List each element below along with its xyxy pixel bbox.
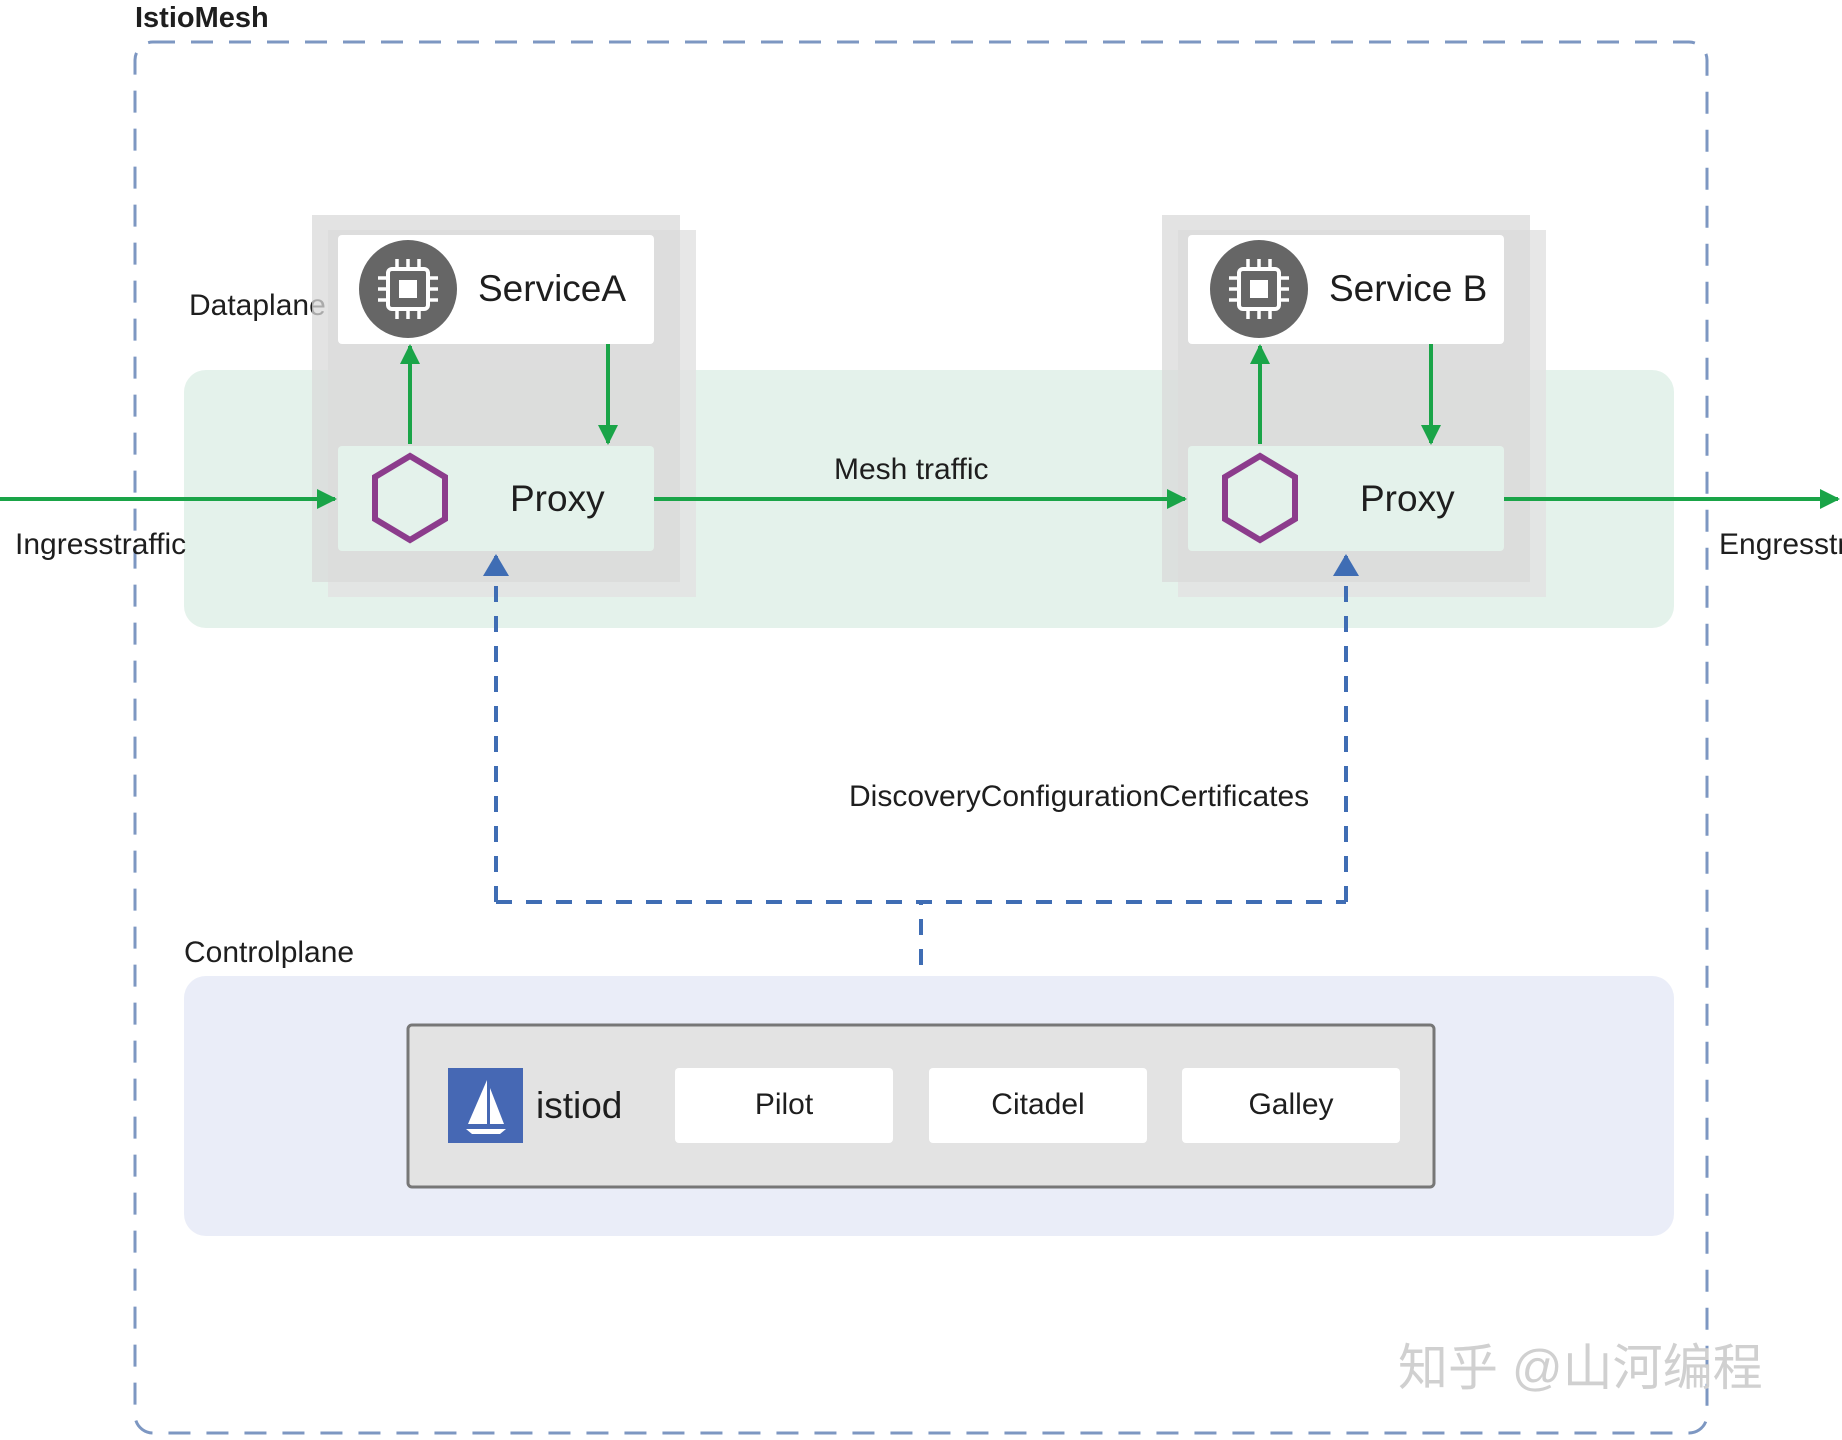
config-distribution-group: DiscoveryConfigurationCertificates <box>483 554 1359 1025</box>
proxy-b-label: Proxy <box>1360 478 1455 519</box>
dataplane-label: Dataplane <box>189 289 326 322</box>
pilot-label: Pilot <box>755 1088 814 1121</box>
citadel-box <box>929 1068 1147 1143</box>
galley-box <box>1182 1068 1400 1143</box>
traffic-group: Ingresstraffic Mesh traffic Engresstraff… <box>0 453 1842 561</box>
istiod-box <box>406 1023 1436 1189</box>
mesh-boundary <box>133 40 1709 1435</box>
config-label: DiscoveryConfigurationCertificates <box>849 780 1309 813</box>
config-dash-line <box>494 556 1348 1025</box>
config-arrowhead-b <box>1333 554 1359 576</box>
mesh-traffic-label: Mesh traffic <box>834 453 989 486</box>
proxy-a-box <box>338 446 654 551</box>
hexagon-icon <box>372 452 448 544</box>
watermark: 知乎 @山河编程 <box>1398 1340 1763 1396</box>
proxy-a-label: Proxy <box>510 478 605 519</box>
sail-icon <box>448 1068 523 1143</box>
ingress-label: Ingresstraffic <box>15 528 186 561</box>
config-arrowhead-a <box>483 554 509 576</box>
mesh-title: IstioMesh <box>135 2 269 34</box>
galley-label: Galley <box>1248 1088 1333 1121</box>
service-b-name: Service B <box>1329 268 1487 309</box>
proxy-b-box <box>1188 446 1504 551</box>
controlplane-label: Controlplane <box>184 936 354 969</box>
service-a-name: ServiceA <box>478 268 626 309</box>
pod-service-b: Service B Proxy <box>1162 215 1546 597</box>
istio-mesh-group: IstioMesh <box>133 2 1709 1435</box>
pilot-box <box>675 1068 893 1143</box>
istiod-label: istiod <box>536 1085 622 1126</box>
chip-icon <box>1210 240 1308 338</box>
hexagon-icon <box>1222 452 1298 544</box>
egress-label: Engresstraffic <box>1719 528 1842 561</box>
controlplane-group: Controlplane istiod Pilot Citadel Galley <box>184 936 1674 1236</box>
citadel-label: Citadel <box>991 1088 1084 1121</box>
pod-service-a: ServiceA Proxy <box>312 215 696 597</box>
chip-icon <box>359 240 457 338</box>
